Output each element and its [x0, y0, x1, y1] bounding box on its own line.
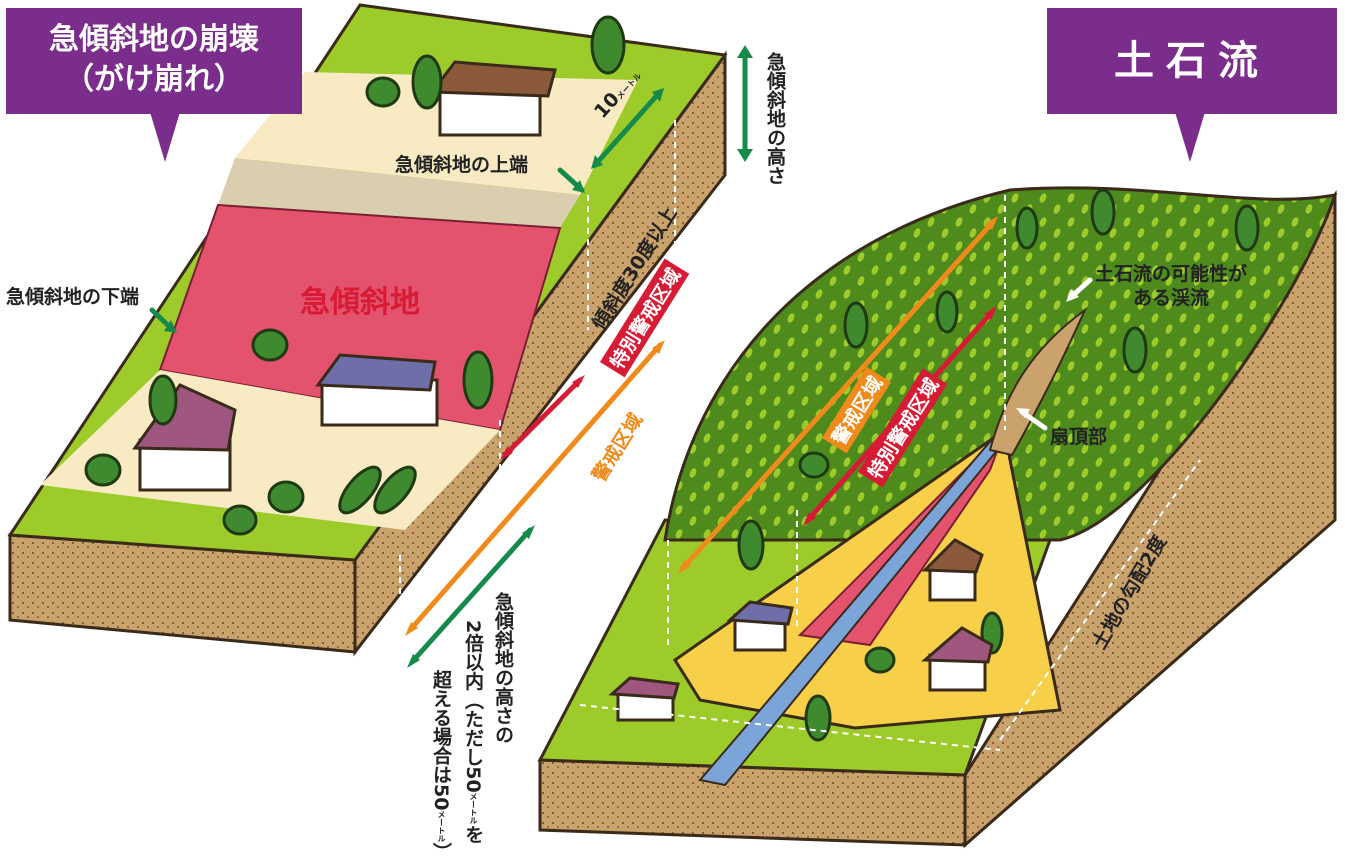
possible-stream-line2: ある渓流	[1133, 287, 1210, 309]
left-title-tag: 急傾斜地の崩壊 （がけ崩れ）	[6, 8, 302, 114]
width-rule-line3-unit: メートル	[437, 810, 446, 843]
lower-edge-label: 急傾斜地の下端	[6, 286, 140, 308]
right-houses	[608, 538, 994, 722]
possible-stream-label: 土石流の可能性が ある渓流	[1095, 262, 1247, 310]
left-houses	[132, 60, 557, 492]
left-alert-zone-arrow	[407, 342, 663, 633]
width-rule-arrow	[409, 527, 533, 665]
house-middle	[315, 353, 439, 427]
possible-stream-line1: 土石流の可能性が	[1095, 263, 1248, 285]
height-label: 急傾斜地の高さ	[764, 52, 786, 185]
house-lower	[132, 383, 237, 492]
right-guides	[579, 195, 1201, 751]
right-tag-pointer	[1175, 112, 1205, 162]
width-rule-line3-text: 超える場合は50	[430, 670, 452, 811]
left-arrows	[149, 45, 753, 668]
width-rule-line2-tail: を	[462, 824, 484, 844]
left-tag-line1: 急傾斜地の崩壊	[49, 22, 259, 57]
right-title-tag: 土石流	[1047, 8, 1337, 114]
right-alert-zone-arrow	[680, 219, 996, 571]
left-guides	[399, 120, 676, 640]
left-tag-pointer	[150, 112, 180, 162]
ten-meter-arrow	[592, 89, 663, 168]
house-top	[429, 60, 557, 137]
mountain-forest	[663, 186, 1338, 542]
upper-edge-label: 急傾斜地の上端	[395, 154, 529, 176]
fan-apex-label: 扇頂部	[1050, 426, 1108, 448]
left-tag-line2: （がけ崩れ）	[64, 62, 244, 97]
width-rule-line3: 超える場合は50メートル）	[428, 670, 455, 861]
width-rule-line2-unit: メートル	[469, 792, 478, 825]
width-rule-line2-text: 2倍以内（ただし50	[462, 620, 484, 793]
right-tag-text: 土石流	[1114, 38, 1270, 84]
width-rule-line3-tail: ）	[430, 842, 452, 861]
width-rule-line1: 急傾斜地の高さの	[492, 592, 514, 744]
left-special-zone-arrow	[502, 377, 583, 458]
width-rule-line2: 2倍以内（ただし50メートルを	[460, 620, 487, 844]
left-trees	[84, 15, 626, 536]
slope-title: 急傾斜地	[300, 285, 420, 320]
